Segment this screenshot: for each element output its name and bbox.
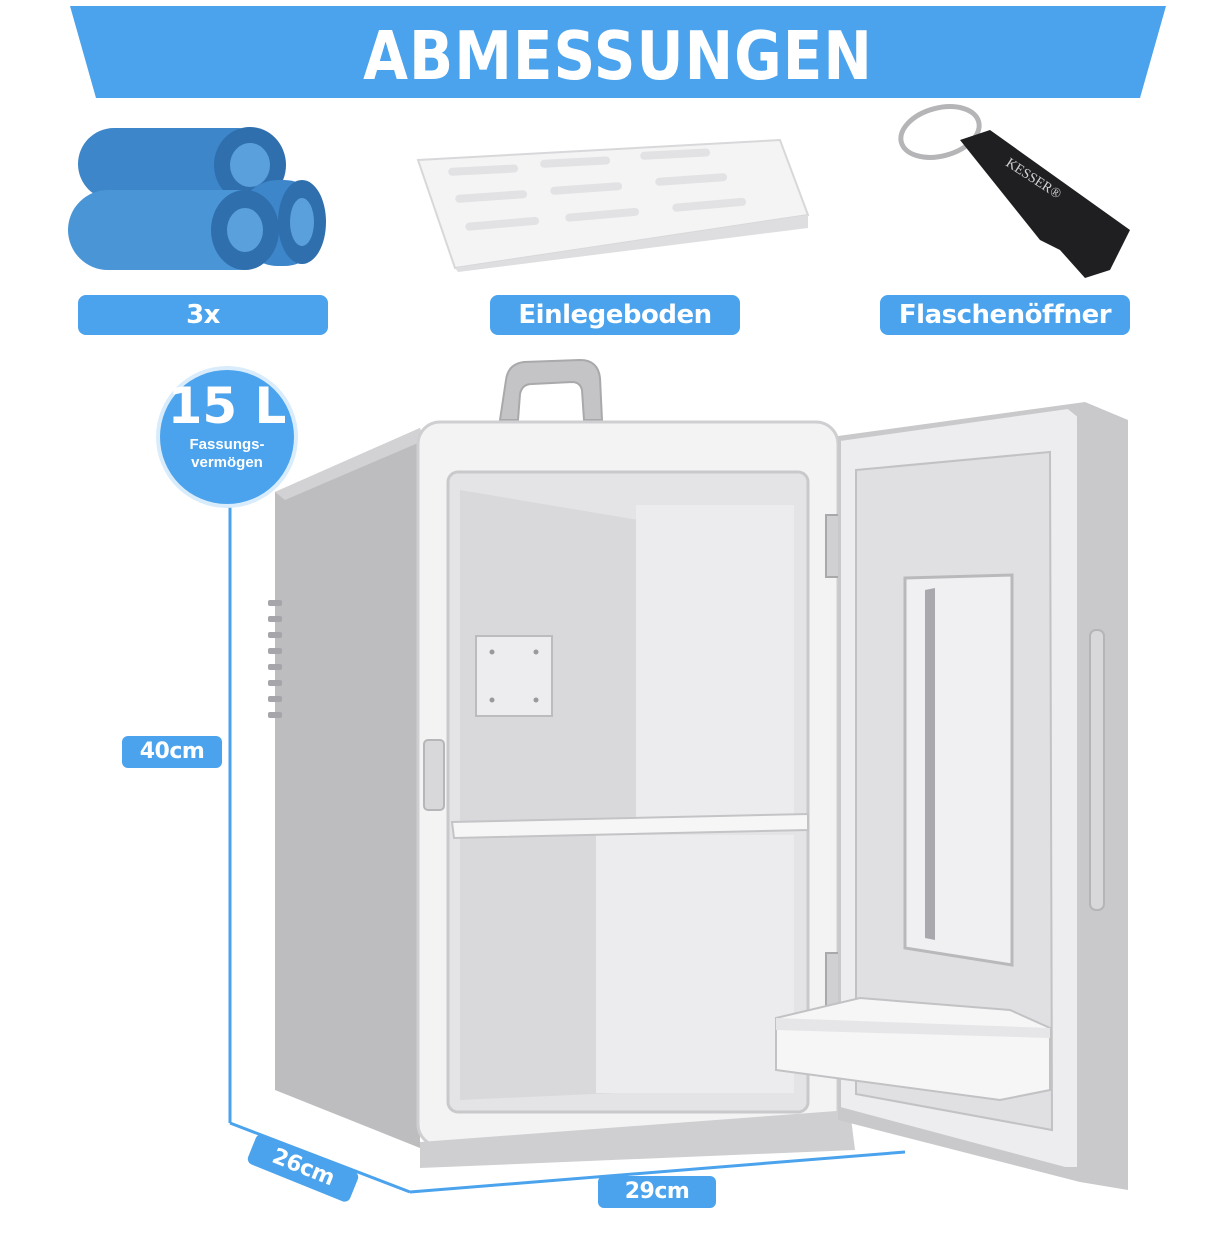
- capacity-label-line2: vermögen: [191, 454, 263, 471]
- accessory-label-opener: Flaschenöffner: [880, 295, 1130, 335]
- capacity-badge: 15 L Fassungs- vermögen: [160, 370, 294, 504]
- bottle-opener-illustration: KESSER®: [898, 104, 1130, 278]
- page-title: ABMESSUNGEN: [363, 16, 873, 96]
- height-dimension-label: 40cm: [122, 736, 222, 768]
- accessory-label-towels: 3x Mikrofasertuch: [78, 295, 328, 370]
- microfiber-towel-illustration: [68, 127, 326, 270]
- banner-shape: [70, 6, 1166, 98]
- capacity-label-line1: Fassungs-: [189, 436, 265, 453]
- width-dimension-label: 29cm: [598, 1176, 716, 1208]
- shelf-illustration: [416, 138, 810, 272]
- header-banner: ABMESSUNGEN: [70, 6, 1166, 98]
- capacity-value: 15 L: [167, 377, 287, 435]
- accessory-label-shelf: Einlegeboden: [490, 295, 740, 335]
